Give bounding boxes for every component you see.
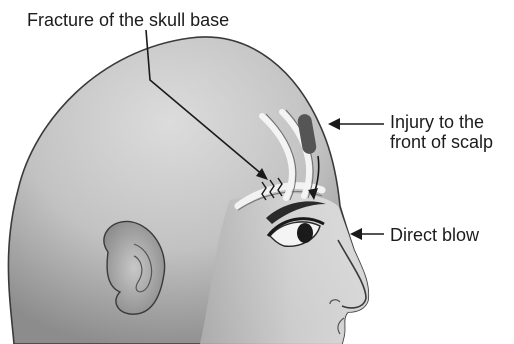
label-scalp-injury-line2: front of scalp [390, 132, 493, 152]
label-direct-blow: Direct blow [390, 225, 479, 245]
label-scalp-injury-line1: Injury to the [390, 112, 493, 132]
eye-iris [297, 223, 313, 243]
label-scalp-injury: Injury to the front of scalp [390, 112, 493, 152]
pointer-scalp-injury [328, 118, 384, 130]
pointer-direct-blow [350, 228, 384, 240]
label-skull-base-fracture: Fracture of the skull base [27, 10, 229, 30]
